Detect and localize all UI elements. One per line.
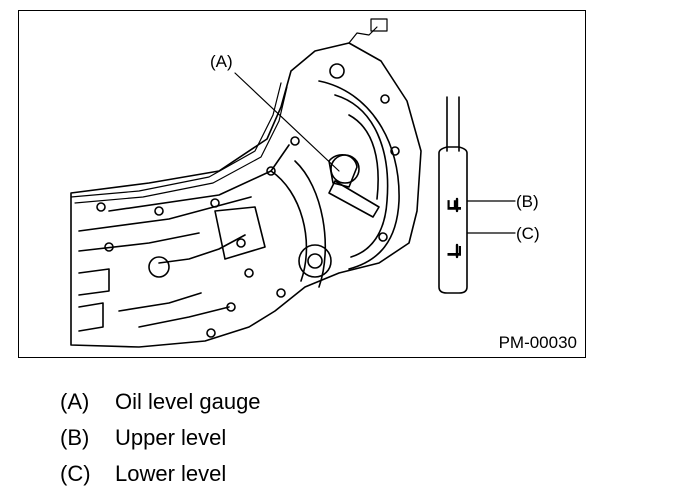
transmission-housing: [70, 18, 422, 348]
diagram-figure: (A) F L (B) (C) PM-00030: [18, 10, 586, 358]
dipstick-detail: F L: [438, 96, 468, 294]
legend-key: (B): [60, 425, 90, 450]
callout-b: (B): [466, 192, 539, 211]
legend-key: (C): [60, 461, 91, 486]
callout-c: (C): [466, 224, 540, 243]
legend-text: Oil level gauge: [115, 389, 261, 414]
callout-b-label: (B): [516, 192, 539, 211]
legend-text: Lower level: [115, 461, 227, 486]
callout-a: (A): [210, 52, 340, 172]
legend-key: (A): [60, 389, 90, 414]
dipstick-mark-low: L: [445, 245, 466, 257]
dipstick-mark-full: F: [445, 199, 466, 211]
callout-c-label: (C): [516, 224, 540, 243]
transmission-illustration: (A) F L (B) (C): [70, 18, 540, 348]
legend-text: Upper level: [115, 425, 227, 450]
figure-code: PM-00030: [498, 333, 577, 352]
callout-a-label: (A): [210, 52, 233, 71]
